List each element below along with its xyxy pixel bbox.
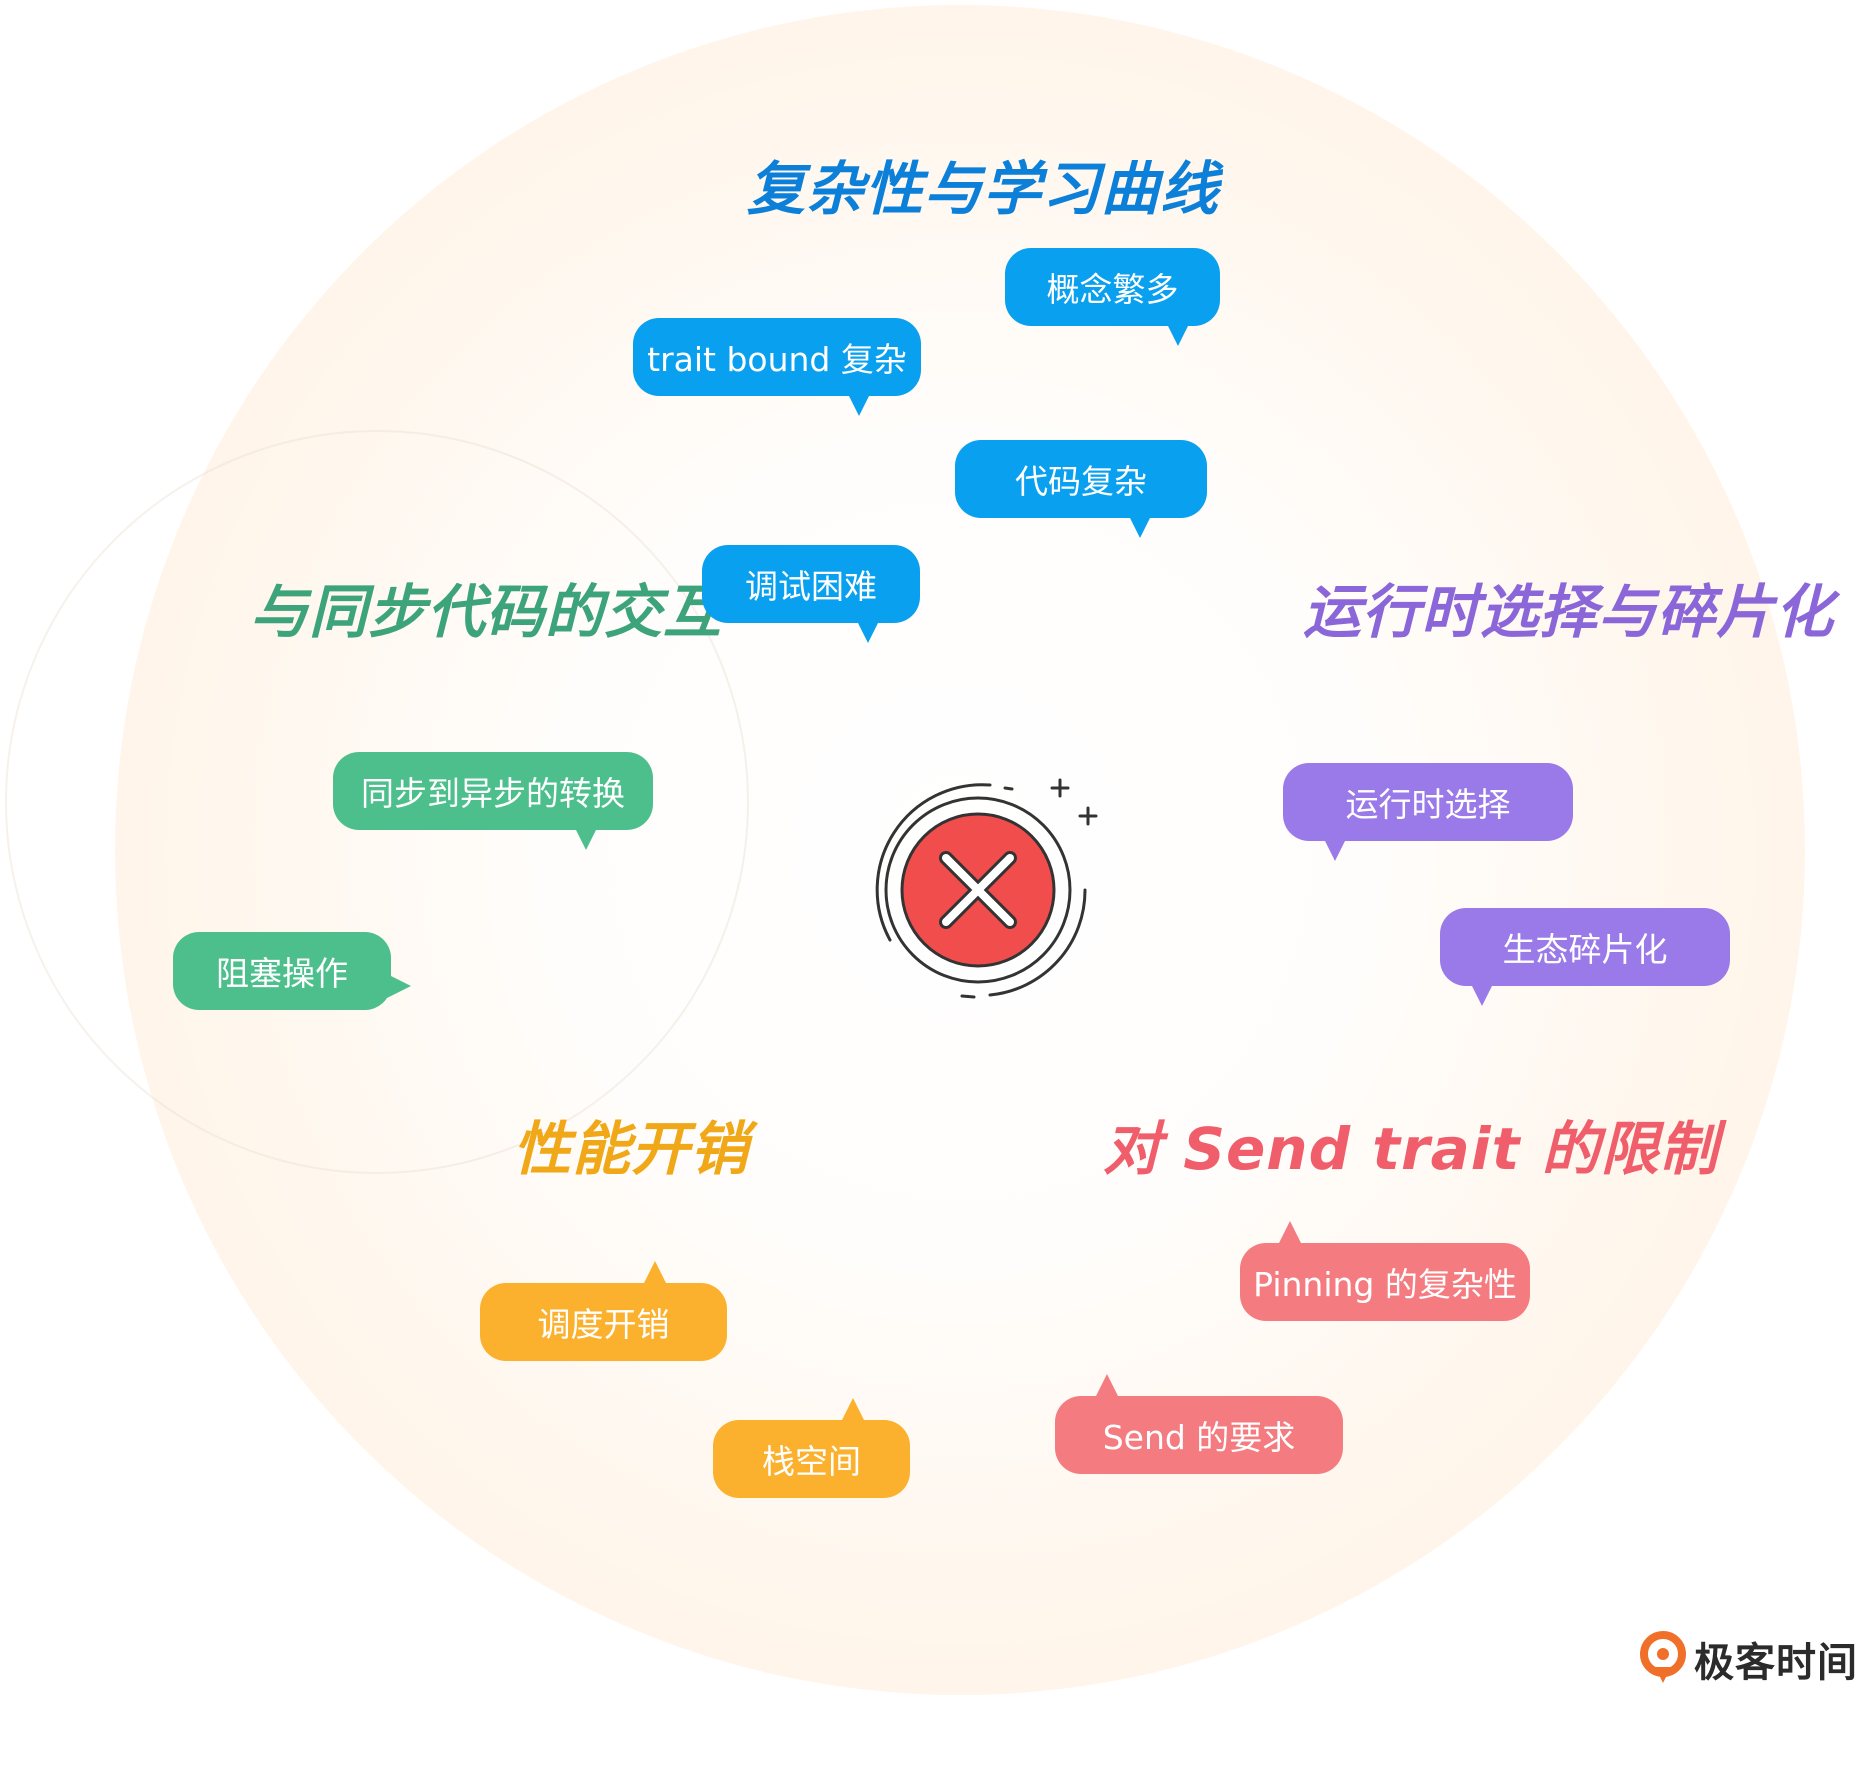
background-ring (5, 430, 749, 1174)
bubble-tail (643, 1261, 667, 1285)
x-circle-icon (850, 760, 1110, 1020)
bubble-runtime-choice-label: 运行时选择 (1345, 785, 1511, 824)
bubble-ecosystem: 生态碎片化 (1440, 908, 1730, 1006)
bubble-tail (856, 619, 880, 643)
bubble-send-req-label: Send 的要求 (1102, 1418, 1296, 1457)
bubble-code-complex: 代码复杂 (955, 440, 1207, 538)
bubble-sync-to-async-label: 同步到异步的转换 (361, 774, 625, 813)
bubble-debugging: 调试困难 (702, 545, 920, 643)
category-complexity: 复杂性与学习曲线 (747, 155, 1220, 223)
bubble-debugging-label: 调试困难 (745, 567, 877, 606)
brand-logo: 极客时间 (1640, 1630, 1858, 1688)
category-sync-interaction: 与同步代码的交互 (250, 578, 723, 646)
bubble-blocking: 阻塞操作 (173, 932, 411, 1010)
bubble-sync-to-async: 同步到异步的转换 (333, 752, 653, 850)
category-runtime: 运行时选择与碎片化 (1303, 578, 1835, 646)
bubble-scheduling-label: 调度开销 (537, 1305, 670, 1344)
bubble-concepts-label: 概念繁多 (1046, 270, 1179, 309)
bubble-tail (387, 974, 411, 998)
bubble-trait-bound-label: trait bound 复杂 (647, 340, 907, 379)
bubble-runtime-choice: 运行时选择 (1283, 763, 1573, 861)
bubble-tail (847, 392, 871, 416)
bubble-pinning-label: Pinning 的复杂性 (1253, 1265, 1517, 1304)
category-send-trait: 对 Send trait 的限制 (1103, 1115, 1719, 1183)
bubble-concepts: 概念繁多 (1005, 248, 1220, 346)
bubble-blocking-label: 阻塞操作 (216, 954, 348, 993)
bubble-tail (841, 1398, 865, 1422)
bubble-tail (1278, 1221, 1302, 1245)
bubble-tail (1095, 1374, 1119, 1398)
bubble-tail (1323, 837, 1347, 861)
bubble-send-req: Send 的要求 (1055, 1374, 1343, 1474)
geektime-logo-icon (1640, 1631, 1686, 1683)
brand-logo-text: 极客时间 (1694, 1640, 1858, 1686)
bubble-tail (1470, 982, 1494, 1006)
bubble-code-complex-label: 代码复杂 (1015, 462, 1147, 501)
bubble-stack-space-label: 栈空间 (762, 1442, 861, 1481)
bubble-tail (574, 826, 598, 850)
bubble-tail (1128, 514, 1152, 538)
bubble-tail (1166, 322, 1190, 346)
category-performance: 性能开销 (513, 1115, 750, 1183)
bubble-ecosystem-label: 生态碎片化 (1502, 930, 1668, 969)
bubble-trait-bound: trait bound 复杂 (633, 318, 921, 416)
bubble-pinning: Pinning 的复杂性 (1240, 1221, 1530, 1321)
bubble-stack-space: 栈空间 (713, 1398, 910, 1498)
bubble-scheduling: 调度开销 (480, 1261, 727, 1361)
